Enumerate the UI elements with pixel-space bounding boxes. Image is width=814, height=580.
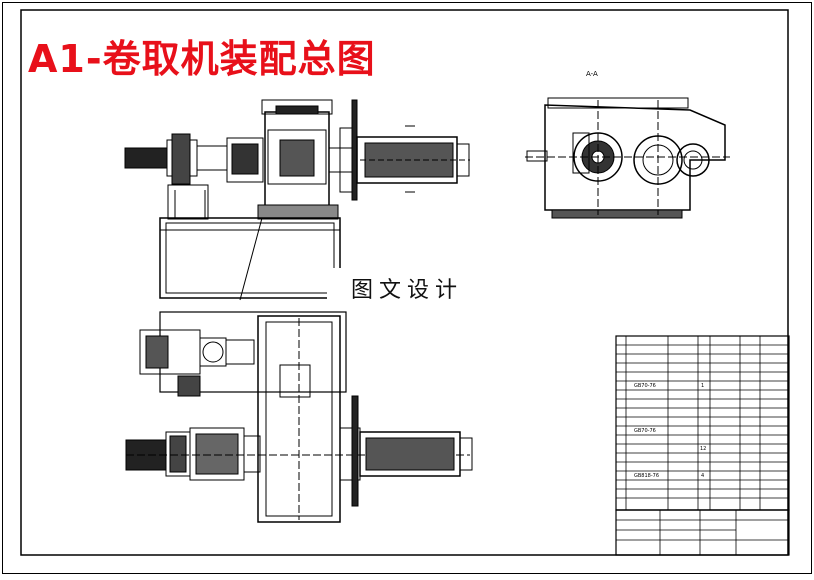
front-view <box>124 99 470 301</box>
top-view <box>125 311 473 523</box>
bom-qty-a: 1 <box>701 383 704 389</box>
drawing-title: A1-卷取机装配总图 <box>28 37 376 81</box>
bom-qty-c: 4 <box>701 473 704 479</box>
bom-standard-c: GB818-76 <box>634 473 659 479</box>
side-view: A-A <box>525 70 730 219</box>
view-label: A-A <box>586 70 598 78</box>
bom-standard-b: GB70-76 <box>634 428 656 434</box>
title-block <box>615 509 790 556</box>
bom-qty-b: 12 <box>700 446 706 452</box>
bom-standard-a: GB70-76 <box>634 383 656 389</box>
inner-border <box>20 9 789 556</box>
watermark-text: 图文设计 <box>327 268 487 308</box>
bom-table: GB70-76 GB70-76 GB818-76 1 12 4 <box>615 335 790 511</box>
